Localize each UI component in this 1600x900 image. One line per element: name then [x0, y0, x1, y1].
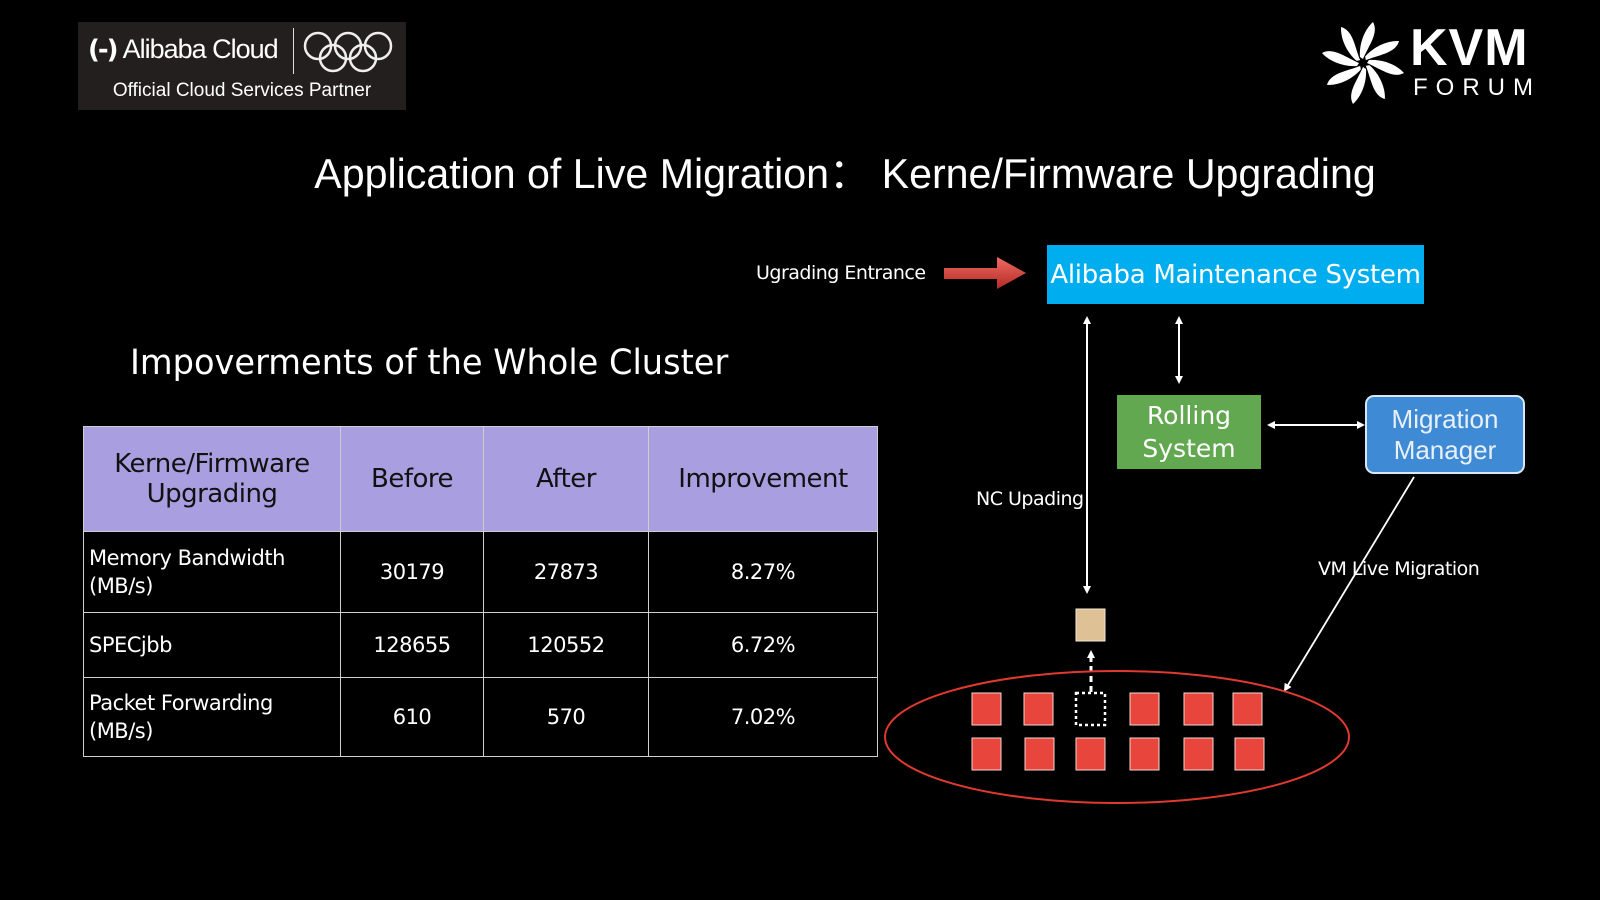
migration-manager-box: Migration Manager [1365, 395, 1525, 474]
slide-title: Application of Live Migration： Kerne/Fir… [314, 150, 1376, 197]
table-header-row: Kerne/Firmware Upgrading Before After Im… [83, 426, 878, 532]
vm-node [1129, 692, 1160, 726]
before-cell: 128655 [340, 612, 484, 678]
vm-node [1024, 737, 1055, 771]
alibaba-maintenance-system-box: Alibaba Maintenance System [1047, 245, 1424, 304]
vm-node [1232, 692, 1263, 726]
vm-node [1129, 737, 1160, 771]
table-row: SPECjbb 128655 120552 6.72% [83, 612, 878, 678]
logo-divider [293, 28, 294, 74]
after-cell: 570 [483, 677, 649, 757]
upgrading-node [1075, 608, 1106, 642]
alibaba-cloud-brand: (-) Alibaba Cloud [88, 34, 279, 65]
vm-node [1234, 737, 1265, 771]
improvement-cell: 8.27% [648, 531, 878, 613]
cluster-ring [884, 670, 1350, 804]
metric-name: Memory Bandwidth [89, 546, 285, 570]
kvm-logo-title: KVM [1410, 19, 1529, 77]
column-header-improvement: Improvement [648, 426, 878, 532]
vm-node [971, 737, 1002, 771]
metric-name: Packet Forwarding [89, 691, 273, 715]
column-header-metric: Kerne/Firmware Upgrading [83, 426, 341, 532]
migration-manager-line2: Manager [1393, 434, 1497, 465]
before-cell: 610 [340, 677, 484, 757]
metric-cell: Packet Forwarding (MB/s) [83, 677, 341, 757]
column-header-after: After [483, 426, 649, 532]
table-title: Impoverments of the Whole Cluster [130, 343, 729, 383]
metric-unit: (MB/s) [89, 719, 153, 743]
table-row: Memory Bandwidth (MB/s) 30179 27873 8.27… [83, 531, 878, 613]
alibaba-cloud-mark-icon: (-) [88, 34, 119, 65]
rolling-system-line1: Rolling [1146, 401, 1232, 430]
olympic-rings-icon [303, 31, 393, 73]
vm-live-migration-arrow [1283, 476, 1415, 692]
partner-subtitle: Official Cloud Services Partner [112, 80, 372, 101]
improvement-cell: 6.72% [648, 612, 878, 678]
column-header-before: Before [340, 426, 484, 532]
vm-node [1183, 737, 1214, 771]
before-cell: 30179 [340, 531, 484, 613]
after-cell: 120552 [483, 612, 649, 678]
vm-grid [971, 691, 1265, 771]
vm-node [971, 692, 1002, 726]
improvement-cell: 7.02% [648, 677, 878, 757]
rolling-system-line2: System [1142, 434, 1236, 463]
upgrading-entrance-label: Ugrading Entrance [756, 262, 926, 284]
vm-live-migration-label: VM Live Migration [1318, 558, 1480, 580]
vm-node [1023, 692, 1054, 726]
rolling-system-box: Rolling System [1117, 395, 1261, 469]
nc-upgrading-label: NC Upading [976, 488, 1084, 510]
kvm-forum-logo: KVM FORUM [1320, 18, 1533, 108]
after-cell: 27873 [483, 531, 649, 613]
alibaba-cloud-partner-logo: (-) Alibaba Cloud Official Cloud Service… [78, 22, 406, 110]
table-row: Packet Forwarding (MB/s) 610 570 7.02% [83, 677, 878, 757]
metric-unit: (MB/s) [89, 574, 153, 598]
vm-node [1075, 737, 1106, 771]
metric-name: SPECjbb [89, 633, 172, 657]
kvm-logo-subtitle: FORUM [1413, 74, 1541, 101]
migration-manager-line1: Migration [1391, 403, 1499, 434]
metric-cell: Memory Bandwidth (MB/s) [83, 531, 341, 613]
entrance-arrow-icon [944, 257, 1026, 289]
vacated-vm-slot [1074, 691, 1107, 727]
improvement-table: Kerne/Firmware Upgrading Before After Im… [83, 426, 878, 757]
vm-node [1183, 692, 1214, 726]
kvm-flower-icon [1322, 22, 1404, 104]
alibaba-cloud-name: Alibaba Cloud [122, 34, 279, 64]
